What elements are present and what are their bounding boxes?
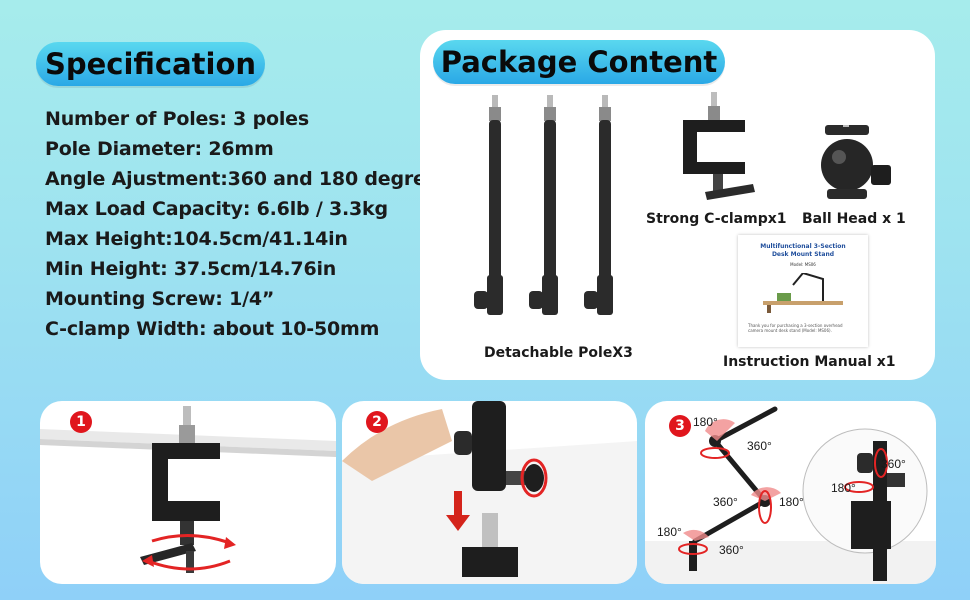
manual-title: Multifunctional 3-Section Desk Mount Sta… [760,243,846,258]
angle-label-5: 180° [657,525,682,539]
angle-label-1: 180° [693,415,718,429]
step-panel-1: 1 [40,401,336,584]
spec-clamp-width: C-clamp Width: about 10-50mm [45,318,380,340]
ball-head-caption: Ball Head x 1 [802,211,906,227]
spec-max-load: Max Load Capacity: 6.6lb / 3.3kg [45,198,388,220]
step-1-clamp-on-desk [40,406,336,573]
step-1-badge: 1 [70,411,92,433]
manual-caption: Instruction Manual x1 [723,354,896,370]
angle-label-6: 360° [719,543,744,557]
package-content-title: Package Content [433,40,725,84]
angle-label-7: 360° [881,457,906,471]
step-2-pole-insert [342,401,637,584]
step-panel-2: 2 [342,401,637,584]
spec-number-of-poles: Number of Poles: 3 poles [45,108,309,130]
specification-list: Number of Poles: 3 poles Pole Diameter: … [45,104,439,344]
spec-min-height: Min Height: 37.5cm/14.76in [45,258,337,280]
poles-image [474,95,613,315]
c-clamp-image [683,92,755,200]
step-3-arm-rotation [645,406,936,584]
instruction-manual-image: Multifunctional 3-Section Desk Mount Sta… [738,235,868,347]
angle-label-8: 180° [831,481,856,495]
angle-label-2: 360° [747,439,772,453]
angle-label-3: 360° [713,495,738,509]
step-3-badge: 3 [669,415,691,437]
manual-model: Model: MS06 [790,262,816,267]
poles-caption: Detachable PoleX3 [484,345,633,361]
step-panel-3: 3 180° 360° 360° 180° 180° 360° 360° 180… [645,401,936,584]
package-content-card: Detachable PoleX3 Strong C-clampx1 Ball … [420,30,935,380]
c-clamp-caption: Strong C-clampx1 [646,211,787,227]
angle-label-4: 180° [779,495,804,509]
spec-pole-diameter: Pole Diameter: 26mm [45,138,274,160]
manual-illustration [763,273,843,313]
specification-title: Specification [36,42,265,86]
spec-max-height: Max Height:104.5cm/41.14in [45,228,348,250]
step-2-badge: 2 [366,411,388,433]
manual-footer: Thank you for purchasing a 3-section ove… [748,323,843,333]
spec-mounting-screw: Mounting Screw: 1/4” [45,288,275,310]
spec-angle-adjustment: Angle Ajustment:360 and 180 degree [45,168,439,190]
ball-head-image [821,125,891,199]
